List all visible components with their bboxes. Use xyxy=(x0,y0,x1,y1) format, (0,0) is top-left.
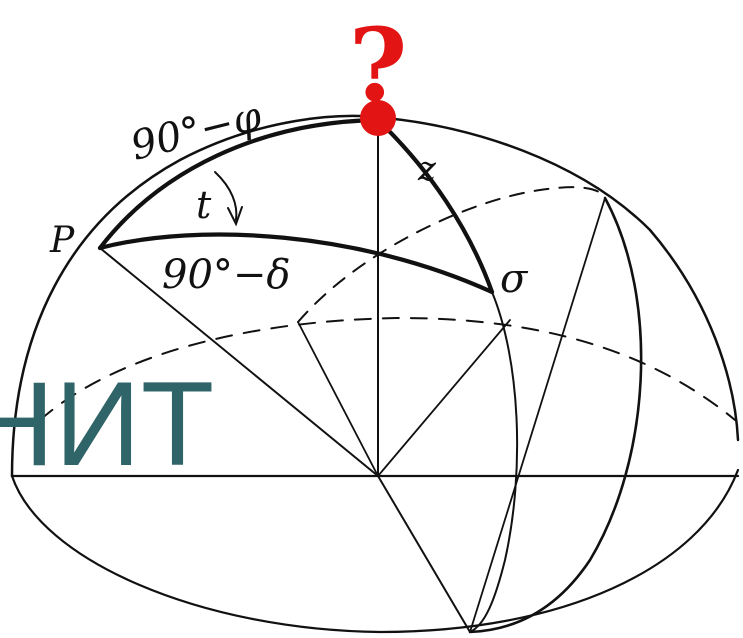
hour-circle xyxy=(468,196,643,634)
center-to-upper-left-line xyxy=(297,321,379,477)
vertical-circle-lower xyxy=(469,291,519,633)
center-to-star-line xyxy=(377,319,511,477)
diagonal-right-line xyxy=(469,197,606,633)
arc-pole-zenith xyxy=(97,117,381,251)
label-arc-codeclination: 90°−δ xyxy=(162,252,291,298)
equator-back-arc xyxy=(297,186,606,323)
overlay-text: НИТ xyxy=(0,357,214,491)
world-axis xyxy=(99,247,379,477)
arc-pole-star xyxy=(97,232,495,295)
label-arc-colatitude: 90°−φ xyxy=(126,93,266,170)
question-mark: ? xyxy=(349,6,408,124)
axis-lower-line xyxy=(377,475,471,633)
label-hour-angle: t xyxy=(196,183,212,227)
hour-angle-arc xyxy=(214,171,238,221)
zenith-dot xyxy=(360,100,396,136)
hour-angle-arrowhead xyxy=(227,206,243,227)
label-pole: P xyxy=(49,220,75,261)
label-star: σ xyxy=(500,256,529,302)
horizon-front-arc xyxy=(10,468,740,634)
arc-zenith-star xyxy=(375,117,495,295)
label-zenith-distance: z xyxy=(417,149,437,189)
